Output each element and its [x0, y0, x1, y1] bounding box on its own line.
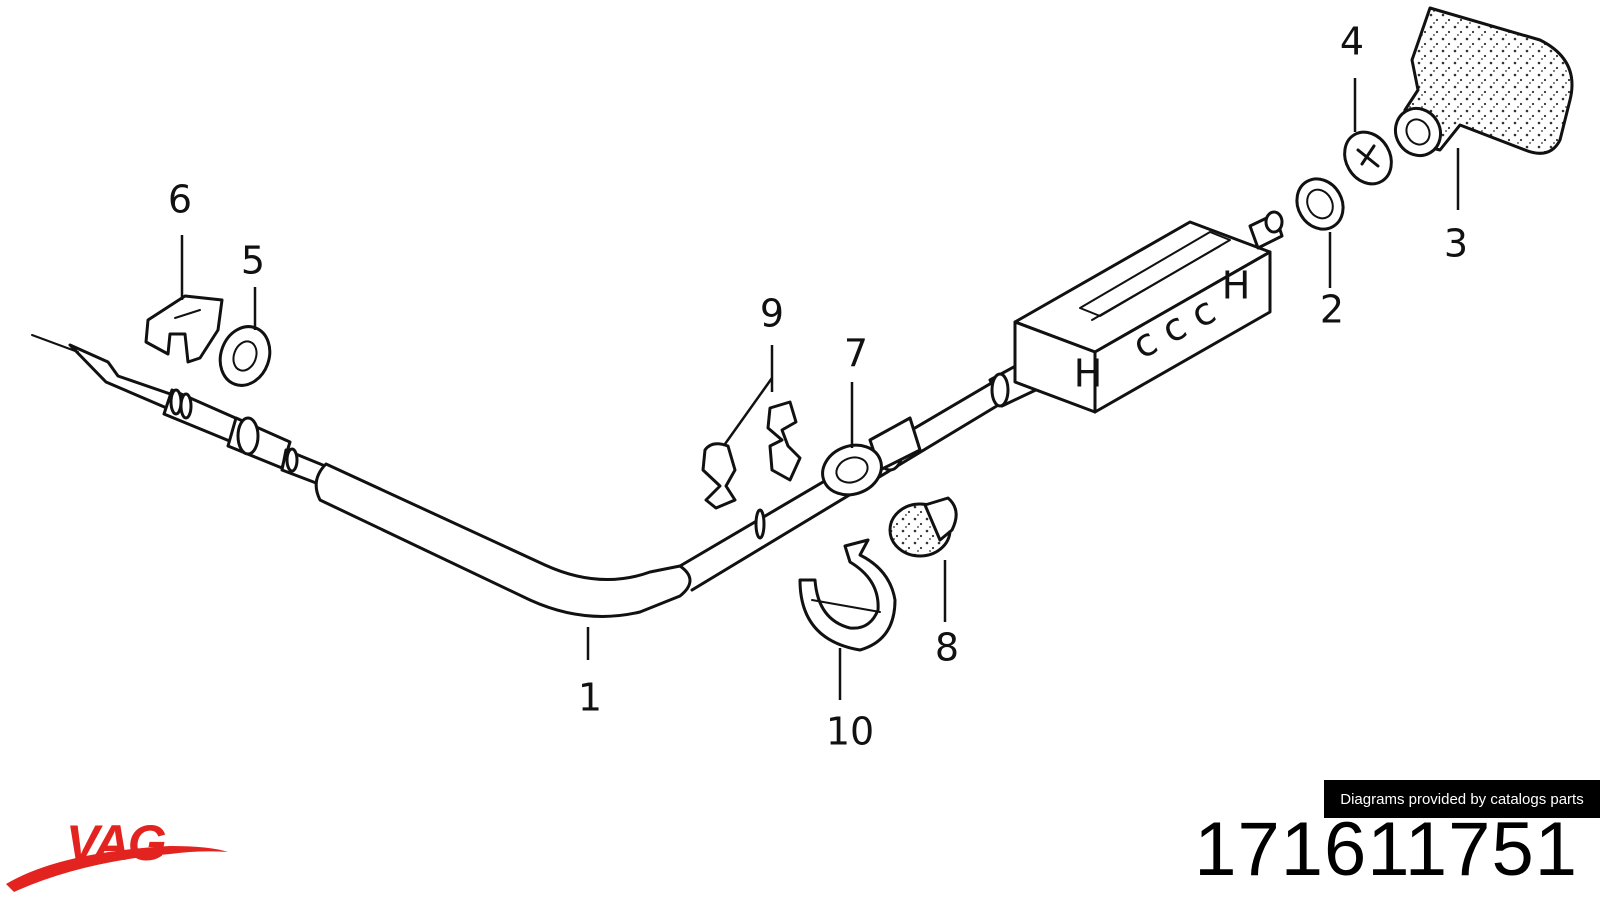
callout-numbers: 1 2 3 4 5 6 7 8 9 10 — [168, 20, 1468, 754]
callout-5: 5 — [241, 239, 265, 283]
part-9-clips — [701, 400, 802, 510]
part-10-clamp — [798, 538, 897, 652]
part-number: 171611751 — [1194, 807, 1578, 892]
part-4-clip — [1343, 130, 1393, 186]
callout-7: 7 — [844, 332, 868, 376]
callout-4: 4 — [1340, 20, 1364, 64]
part-3-knob — [1393, 6, 1574, 158]
callout-1: 1 — [578, 676, 602, 720]
handle-letter-right: H — [1222, 264, 1251, 308]
part-5-washer — [218, 325, 272, 387]
part-6-u-clip — [144, 294, 224, 364]
part-7-grommet — [821, 443, 883, 497]
vag-logo: VAG — [6, 815, 228, 892]
credit-banner: Diagrams provided by catalogs parts — [1324, 780, 1600, 818]
cable-handle-housing: H H c c c — [1013, 210, 1284, 414]
brand-name: VAG — [66, 815, 166, 871]
callout-2: 2 — [1320, 288, 1344, 332]
callout-10: 10 — [826, 710, 874, 754]
leader-lines — [180, 78, 1460, 700]
handle-letter-left: H — [1074, 352, 1103, 396]
cable-assembly — [31, 334, 1042, 618]
callout-9: 9 — [760, 292, 784, 336]
part-8-plug — [888, 496, 958, 558]
callout-3: 3 — [1444, 222, 1468, 266]
callout-6: 6 — [168, 178, 192, 222]
part-2-ring — [1295, 177, 1345, 231]
callout-8: 8 — [935, 626, 959, 670]
